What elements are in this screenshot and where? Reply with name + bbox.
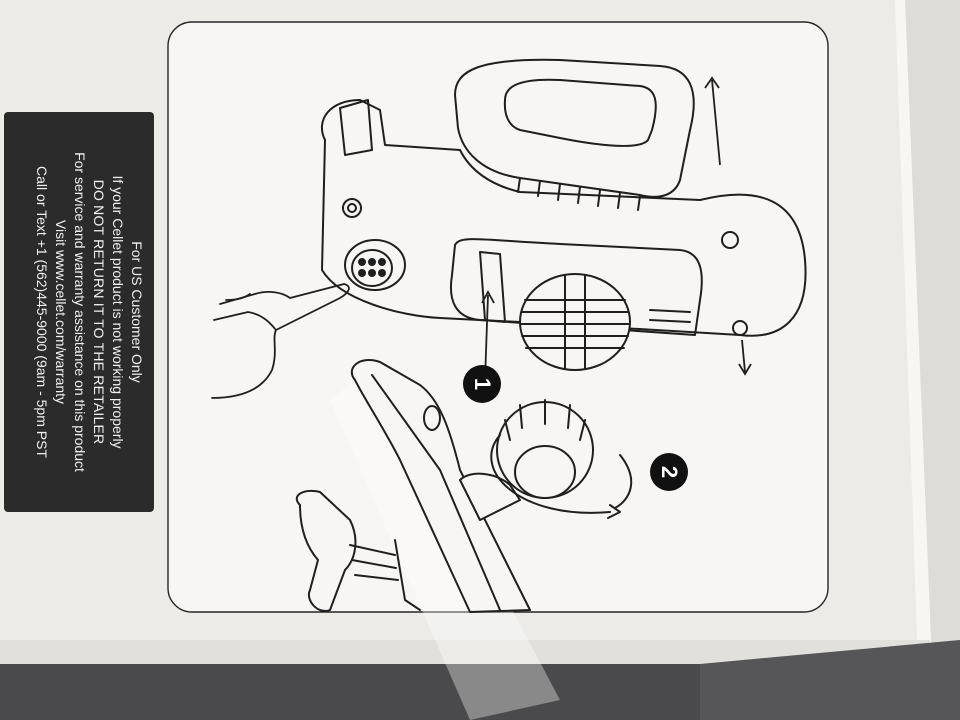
box-flap-edge [895, 0, 932, 664]
customer-notice-panel: For US Customer Only If your Cellet prod… [4, 112, 154, 512]
mount-arm-edge [371, 374, 501, 611]
holder-plate-slot [479, 251, 506, 323]
button-dot [368, 269, 376, 277]
arrow-up-head [704, 76, 720, 89]
notice-line-1: If your Cellet product is not working pr… [110, 175, 126, 449]
holder-back-plate [450, 238, 703, 336]
holder-ball-joint [519, 273, 631, 371]
release-button-inner [351, 249, 393, 287]
hand-knuckle [213, 311, 277, 331]
holder-screw-3 [732, 320, 748, 336]
step-badge-1: 1 [463, 365, 501, 403]
phone-holder-drawing [320, 58, 807, 371]
rotation-arrow-right [614, 454, 633, 509]
customer-notice-text: For US Customer Only If your Cellet prod… [4, 112, 154, 512]
mount-arm-drawing [295, 359, 633, 613]
holder-joint-threads [520, 299, 630, 349]
holder-grip-handle [454, 58, 695, 198]
notice-line-2: DO NOT RETURN IT TO THE RETAILER [91, 179, 107, 445]
holder-screw-2 [721, 231, 739, 249]
hand-outline [211, 283, 350, 399]
bottom-knob [295, 489, 357, 612]
holder-main-body [320, 99, 807, 337]
button-dot [378, 258, 386, 266]
holder-grip-opening [503, 78, 657, 147]
bottom-knob-stem [394, 539, 421, 611]
holder-joint-split [564, 275, 586, 369]
tightening-knob-base [514, 445, 576, 499]
button-dot [358, 258, 366, 266]
illustration-panel [167, 21, 829, 613]
notice-heading: For US Customer Only [129, 241, 145, 383]
holder-screw-1 [342, 198, 362, 218]
bottom-knob-screw [349, 544, 399, 581]
arrow-down [741, 339, 746, 373]
hand-drawing [211, 283, 350, 399]
rotation-arrow-head [607, 504, 621, 519]
tightening-knob-ridges [504, 399, 586, 441]
button-dot [378, 269, 386, 277]
arrow-up [711, 79, 721, 166]
notice-line-5: Call or Text +1 (562)445-9000 (9am - 5pm… [34, 166, 50, 458]
floor-texture [700, 640, 960, 720]
holder-screw-1-center [347, 203, 357, 213]
step-2-label: 2 [657, 466, 682, 478]
rotation-arrow [490, 434, 611, 514]
release-button [344, 239, 406, 291]
holder-left-jaw [339, 99, 373, 156]
notice-line-4: Visit www.cellet.com/warranty [53, 219, 69, 405]
button-dot [368, 258, 376, 266]
step-1-label: 1 [470, 378, 495, 390]
arrow-down-head [738, 363, 752, 376]
arrow-step-1-head [481, 290, 495, 304]
mount-arm [350, 359, 531, 613]
notice-line-3: For service and warranty assistance on t… [72, 152, 88, 472]
holder-plate-lines [649, 309, 691, 323]
box-side-flap [900, 0, 960, 660]
button-dot [358, 269, 366, 277]
hand-thumb [225, 293, 251, 301]
mount-arm-hole [423, 405, 441, 431]
step-badge-2: 2 [650, 453, 688, 491]
movement-arrows [481, 76, 752, 381]
